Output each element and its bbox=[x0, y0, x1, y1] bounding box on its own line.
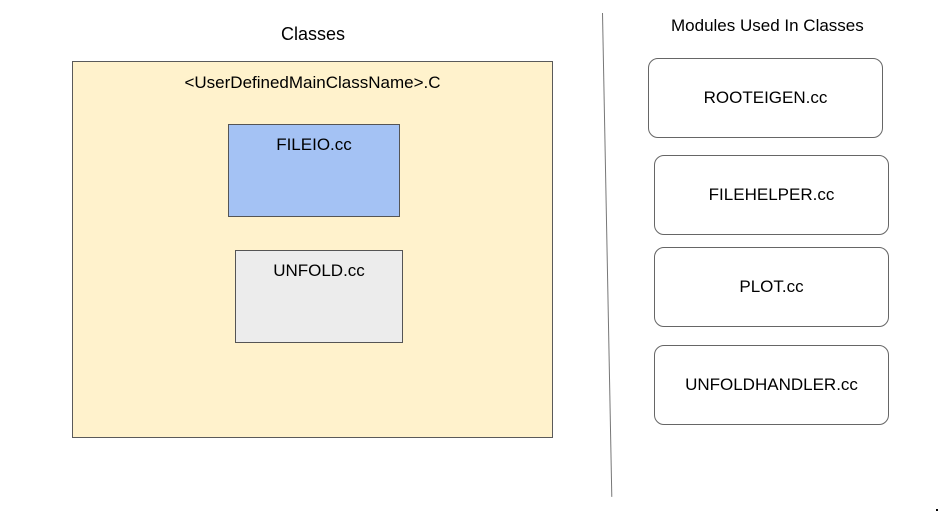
module-box-rooteigen[interactable]: ROOTEIGEN.cc bbox=[648, 58, 883, 138]
classes-heading: Classes bbox=[281, 24, 346, 44]
stray-dot bbox=[936, 509, 938, 511]
module-box-filehelper[interactable]: FILEHELPER.cc bbox=[654, 155, 889, 235]
main-class-title: <UserDefinedMainClassName>.C bbox=[184, 73, 441, 92]
module-label: UNFOLDHANDLER.cc bbox=[685, 375, 858, 394]
unfold-class-box[interactable]: UNFOLD.cc bbox=[235, 250, 403, 343]
module-box-unfoldhandler[interactable]: UNFOLDHANDLER.cc bbox=[654, 345, 889, 425]
section-divider bbox=[602, 12, 613, 497]
module-label: PLOT.cc bbox=[739, 277, 804, 296]
modules-heading: Modules Used In Classes bbox=[671, 16, 864, 35]
module-label: FILEHELPER.cc bbox=[708, 185, 835, 204]
fileio-class-box[interactable]: FILEIO.cc bbox=[228, 124, 400, 217]
module-label: ROOTEIGEN.cc bbox=[703, 88, 828, 107]
module-box-plot[interactable]: PLOT.cc bbox=[654, 247, 889, 327]
main-class-container[interactable]: <UserDefinedMainClassName>.C FILEIO.cc U… bbox=[72, 61, 553, 438]
